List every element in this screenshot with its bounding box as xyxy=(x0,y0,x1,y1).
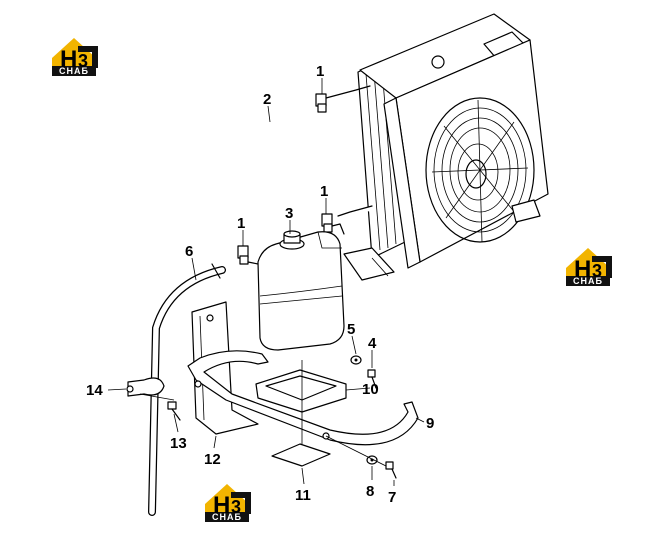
cradle-10 xyxy=(255,369,347,413)
svg-text:3: 3 xyxy=(231,497,241,517)
callout-9: 9 xyxy=(426,415,434,432)
callout-3: 3 xyxy=(285,205,293,222)
clamp-1-left xyxy=(237,245,249,265)
clamp-14 xyxy=(126,377,165,397)
svg-text:H: H xyxy=(213,492,230,519)
callout-8: 8 xyxy=(366,483,374,500)
svg-text:H: H xyxy=(60,46,77,73)
callout-13: 13 xyxy=(170,435,187,452)
bolt-13 xyxy=(139,393,181,421)
callout-7: 7 xyxy=(388,489,396,506)
strap-9 xyxy=(187,350,419,446)
logo-right: H 3 CHAБ xyxy=(566,248,612,286)
logo-label: CHAБ xyxy=(212,512,242,522)
callout-6: 6 xyxy=(185,243,193,260)
callout-14: 14 xyxy=(86,382,103,399)
callout-5: 5 xyxy=(347,321,355,338)
leader-lines xyxy=(107,78,425,486)
bracket-12 xyxy=(191,301,259,435)
hose-6 xyxy=(148,263,226,516)
callout-2: 2 xyxy=(263,91,271,108)
svg-text:3: 3 xyxy=(78,51,88,71)
svg-text:3: 3 xyxy=(592,261,602,281)
svg-text:H: H xyxy=(574,256,591,283)
callout-1-top: 1 xyxy=(316,63,324,80)
callout-11: 11 xyxy=(295,487,311,504)
clamp-1-middle xyxy=(321,213,333,233)
callout-1-left: 1 xyxy=(237,215,245,232)
callouts: 1 2 1 3 1 6 5 4 10 9 14 13 12 11 8 7 xyxy=(86,63,434,506)
logo-bottom: H 3 CHAБ xyxy=(205,484,251,522)
callout-1-middle: 1 xyxy=(320,183,328,200)
logo-label: CHAБ xyxy=(59,66,89,76)
callout-10: 10 xyxy=(362,381,379,398)
pad-11 xyxy=(271,360,331,467)
clamp-1-top xyxy=(315,93,327,113)
radiator-assembly xyxy=(343,13,549,281)
washer-5 xyxy=(350,355,362,365)
bolt-7 xyxy=(385,461,397,479)
callout-4: 4 xyxy=(368,335,377,352)
callout-12: 12 xyxy=(204,451,221,468)
fan-guard xyxy=(425,97,535,243)
hose-2 xyxy=(264,85,376,217)
logo-top-left: H 3 CHAБ xyxy=(52,38,98,76)
expansion-tank-3 xyxy=(257,230,345,351)
logo-label: CHAБ xyxy=(573,276,603,286)
bolt-4 xyxy=(367,369,377,389)
